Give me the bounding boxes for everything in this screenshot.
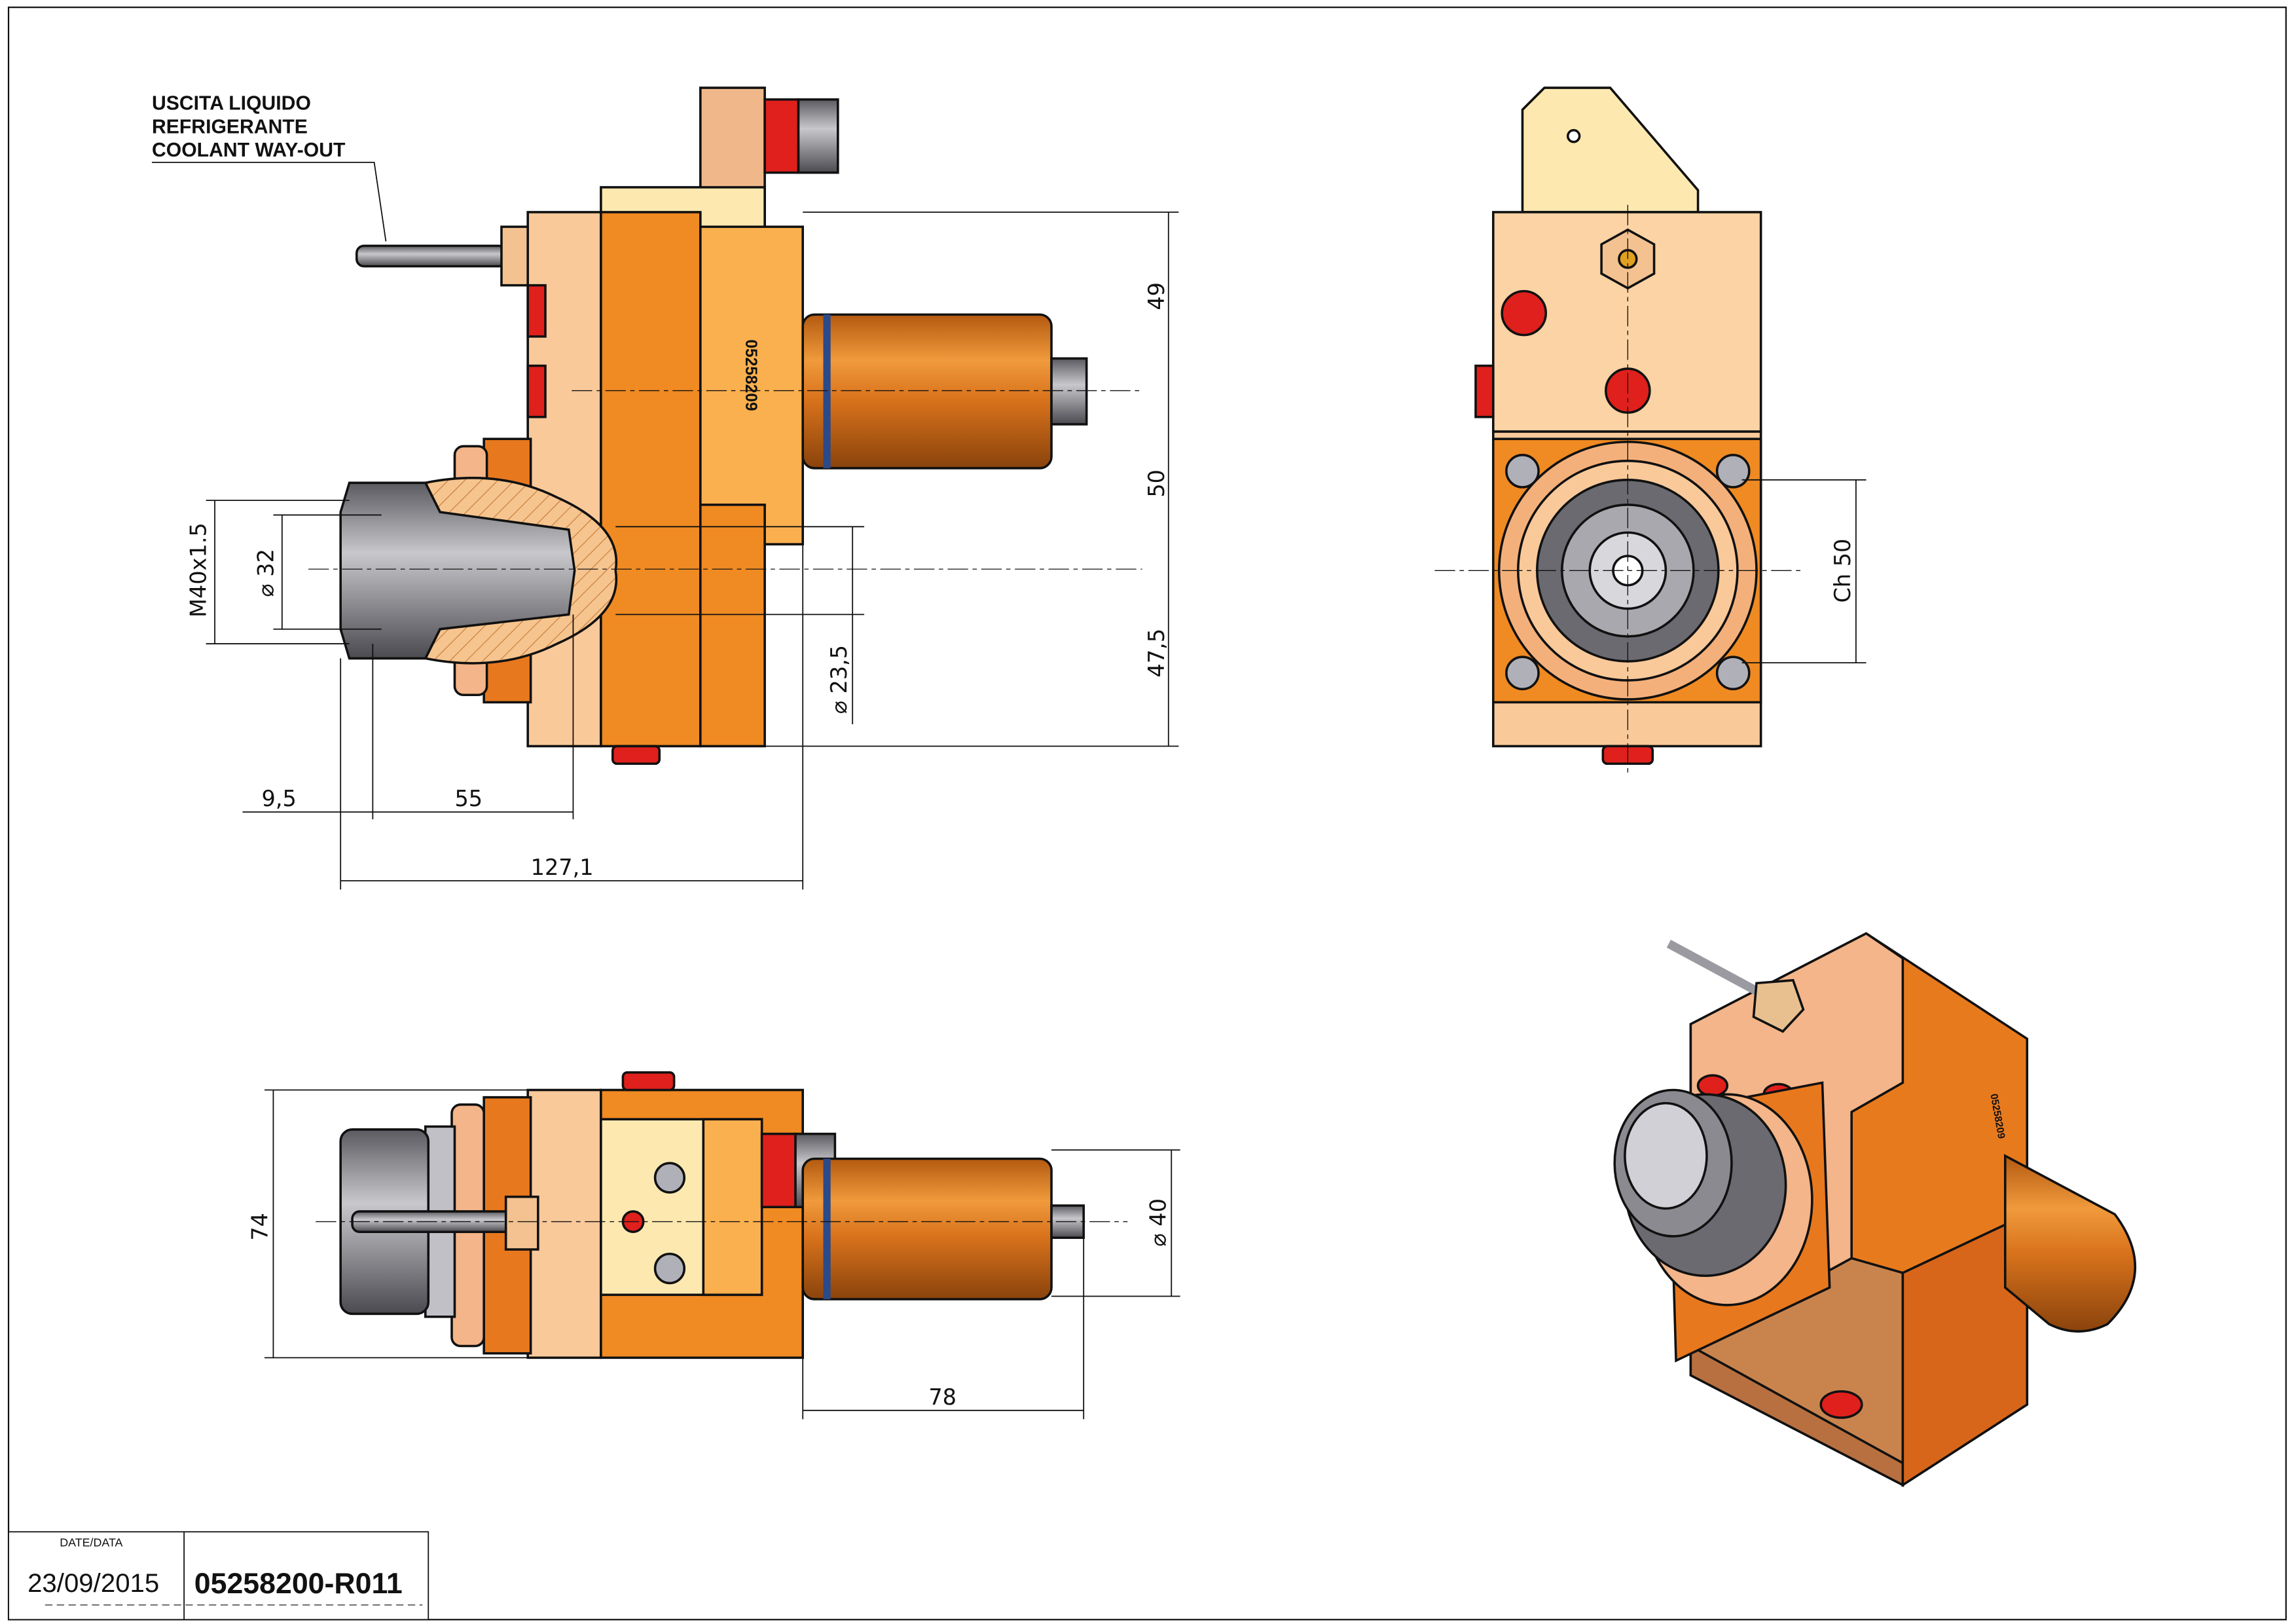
screw-icon — [1715, 454, 1751, 489]
red-plug — [526, 364, 547, 418]
screw-icon — [653, 1252, 686, 1285]
red-plug — [621, 1071, 676, 1092]
side-view: Ch 50 — [1434, 86, 1867, 776]
dim-50: 50 — [1144, 470, 1169, 498]
dim-49: 49 — [1144, 282, 1169, 310]
coolant-pipe — [355, 244, 507, 268]
dim-dia-23-5-value: 23,5 — [826, 645, 852, 694]
coolant-note: USCITA LIQUIDO REFRIGERANTE COOLANT WAY-… — [151, 93, 387, 242]
dim-dia-32-value: 32 — [253, 549, 278, 577]
back-plate — [526, 1088, 602, 1359]
dimension-lines — [264, 1089, 1180, 1420]
date-label: DATE/DATA — [60, 1536, 122, 1549]
red-plug — [760, 1132, 797, 1209]
drive-tang — [1050, 357, 1088, 426]
iso-cylinder — [2003, 1154, 2137, 1333]
dimension-lines — [206, 212, 1179, 890]
dim-thread: M40x1.5 — [186, 523, 211, 618]
dim-dia-40-value: 40 — [1145, 1198, 1171, 1227]
main-block — [600, 211, 702, 748]
drawing-code: 05258200-R011 — [194, 1568, 403, 1600]
screw-icon — [1505, 655, 1540, 691]
red-plug — [763, 98, 800, 174]
seal-ring — [823, 1158, 831, 1299]
iso-coolant-fitting — [1752, 979, 1805, 1033]
screw-icon — [1715, 655, 1751, 691]
collet-nut — [339, 481, 576, 660]
bracket-hole — [1566, 129, 1581, 143]
dim-74: 74 — [247, 1213, 272, 1241]
iso-coolant-pipe — [1666, 940, 1766, 999]
note-line: USCITA LIQUIDO — [152, 93, 311, 115]
top-view: 74 ⌀ 40 78 — [247, 1071, 1180, 1420]
red-plug — [1501, 289, 1547, 337]
leader-line — [151, 162, 387, 242]
iso-collet-bore — [1624, 1101, 1708, 1210]
front-view: 05258209 49 50 47,5 M40x1.5 ⌀ 32 ⌀ 23,5 — [186, 86, 1179, 890]
red-plug — [1474, 364, 1495, 418]
isometric-view: 05258209 — [1613, 932, 2137, 1488]
dim-78: 78 — [928, 1384, 957, 1410]
drive-cylinder-top — [801, 1157, 1053, 1301]
dim-9-5: 9,5 — [262, 786, 297, 811]
section-cut — [424, 477, 618, 665]
iso-side-face — [1901, 1212, 2029, 1488]
note-line: REFRIGERANTE — [152, 116, 308, 138]
dim-47-5: 47,5 — [1144, 629, 1169, 678]
part-marking: 05258209 — [742, 339, 759, 411]
coolant-fitting — [504, 1195, 539, 1251]
dim-55: 55 — [454, 786, 483, 811]
seal-ring — [823, 314, 831, 468]
dim-127-1: 127,1 — [531, 855, 594, 880]
lower-housing — [699, 504, 766, 748]
dim-dia-40: ⌀ 40 — [1145, 1198, 1171, 1246]
title-block: DATE/DATA 23/09/2015 05258200-R011 — [8, 1531, 429, 1621]
date-value: 23/09/2015 — [27, 1568, 159, 1598]
drawing-border — [7, 7, 2287, 1621]
red-plug — [1696, 1074, 1729, 1098]
title-block-frame — [8, 1531, 429, 1621]
screw-icon — [1505, 454, 1540, 489]
drive-cylinder — [801, 313, 1053, 470]
dim-dia-23-5: ⌀ 23,5 — [826, 645, 852, 714]
bracket-rib — [702, 1118, 763, 1297]
bracket — [1521, 86, 1700, 213]
note-line: COOLANT WAY-OUT — [152, 139, 346, 161]
dim-dia-32: ⌀ 32 — [253, 549, 278, 597]
dimension-lines — [1741, 479, 1867, 664]
red-plug — [611, 745, 661, 766]
red-plug — [1819, 1390, 1863, 1419]
screw-icon — [653, 1162, 686, 1194]
plug-nut — [797, 98, 839, 174]
dim-ch-50: Ch 50 — [1830, 539, 1855, 603]
red-plug — [526, 284, 547, 338]
